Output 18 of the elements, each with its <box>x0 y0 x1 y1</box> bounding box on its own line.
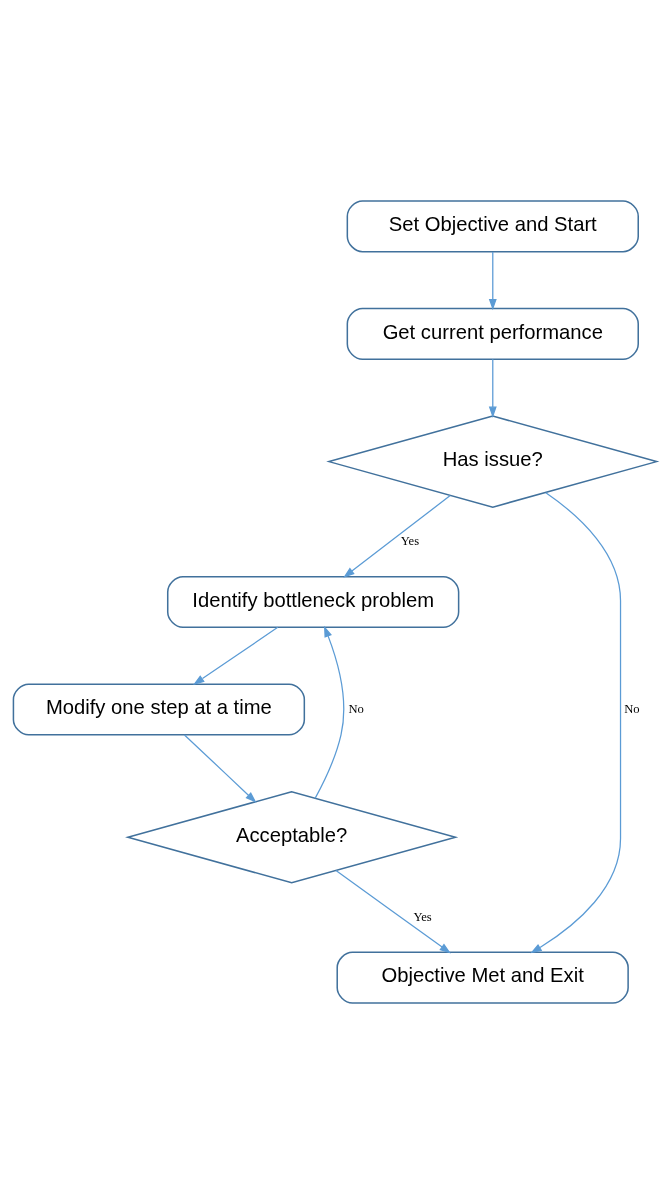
arrow <box>314 625 345 799</box>
arrow <box>183 734 257 803</box>
node-diamond: Has issue? <box>326 415 660 508</box>
edge-label: No <box>348 701 364 716</box>
node-box: Get current performance <box>346 307 639 360</box>
arrow <box>530 492 622 954</box>
edge-label: No <box>624 701 640 716</box>
arrow <box>488 251 497 311</box>
edge-label: Yes <box>413 909 432 924</box>
node-box: Identify bottleneck problem <box>166 575 460 629</box>
node-box: Objective Met and Exit <box>336 951 629 1004</box>
node-box: Set Objective and Start <box>346 200 639 253</box>
arrow <box>335 869 451 954</box>
arrow <box>488 358 497 418</box>
arrow <box>193 626 279 685</box>
node-box: Modify one step at a time <box>12 683 306 736</box>
arrow <box>343 494 451 578</box>
edge-label: Yes <box>400 534 420 549</box>
